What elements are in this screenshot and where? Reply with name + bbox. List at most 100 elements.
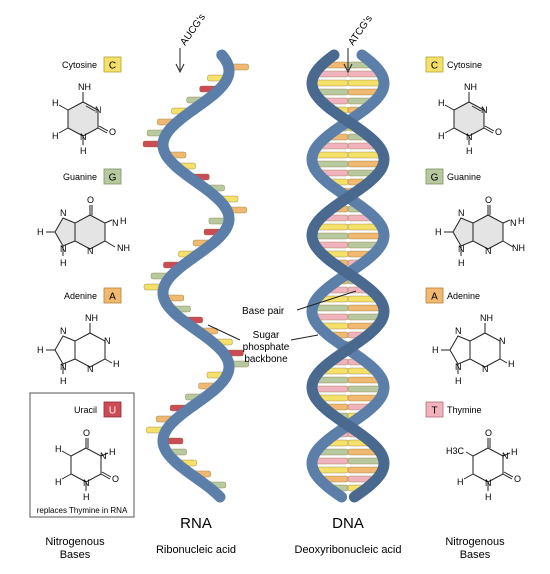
right-guanine-structure: O N H N NH N N H H	[435, 195, 525, 268]
right-footer-line-1: Nitrogenous	[445, 536, 505, 548]
atom: O	[485, 428, 492, 438]
atom: H	[113, 359, 120, 369]
atom: O	[109, 127, 116, 137]
atom: H	[83, 492, 90, 502]
right-adenine-name: Adenine	[447, 291, 480, 301]
atom: N	[466, 132, 473, 142]
backbone-callout: Sugar phosphate backbone	[207, 324, 319, 365]
atom: H	[518, 216, 525, 226]
atom: O	[112, 474, 119, 484]
left-uracil-name: Uracil	[74, 405, 97, 415]
atom: O	[87, 195, 94, 205]
left-cytosine-name: Cytosine	[62, 60, 97, 70]
dna-pointer-label: ATCG's	[346, 14, 374, 48]
left-adenine-structure: NH N N H N N H H	[37, 313, 120, 386]
right-thymine-swatch	[425, 401, 444, 418]
right-adenine-letter: A	[431, 292, 438, 303]
atom: N	[80, 132, 87, 142]
atom: N	[458, 244, 465, 254]
dna-backbone-strand-2	[306, 49, 390, 503]
atom: NH	[512, 243, 525, 253]
rna-pointer-label: AUCG's	[178, 12, 208, 48]
left-adenine-swatch	[103, 287, 122, 304]
rna-backbone	[157, 49, 235, 503]
atom: H	[60, 258, 67, 268]
left-cytosine: Cytosine C NH N N O H H H	[52, 56, 122, 156]
atom: N	[60, 208, 67, 218]
atom: H	[508, 359, 515, 369]
left-uracil-letter: U	[109, 406, 116, 417]
left-adenine: Adenine A NH N N H N N H H	[37, 287, 122, 386]
right-thymine: T Thymine O N H O N H3C H H	[425, 401, 521, 502]
right-adenine-structure: NH N N H N N H H	[432, 313, 515, 386]
right-cytosine-swatch	[425, 56, 444, 73]
right-guanine: G Guanine O N H N NH N N H H	[425, 168, 525, 268]
right-cytosine-structure: NH N N O H H H	[438, 82, 502, 156]
atom: N	[112, 218, 119, 228]
right-adenine-swatch	[425, 287, 444, 304]
atom: O	[495, 127, 502, 137]
atom: N	[60, 326, 67, 336]
atom: H	[438, 98, 445, 108]
left-cytosine-letter: C	[109, 61, 116, 72]
atom: N	[87, 364, 94, 374]
left-footer-line-2: Bases	[60, 549, 91, 561]
atom: N	[95, 105, 102, 115]
atom: N	[482, 364, 489, 374]
right-thymine-structure: O N H O N H3C H H	[446, 428, 521, 502]
atom: H	[55, 477, 62, 487]
atom: H	[438, 131, 445, 141]
left-guanine-letter: G	[109, 173, 117, 184]
left-guanine: Guanine G O N H N NH N N H H	[37, 168, 130, 268]
atom: H	[52, 98, 59, 108]
atom: N	[455, 326, 462, 336]
atom: H	[458, 258, 465, 268]
atom: N	[60, 244, 67, 254]
left-guanine-structure: O N H N NH N N H H	[37, 195, 130, 268]
rna-helix	[142, 49, 250, 503]
atom: H	[80, 146, 87, 156]
atom: N	[458, 208, 465, 218]
right-guanine-name: Guanine	[447, 172, 481, 182]
atom: NH	[78, 82, 91, 92]
rna-subtitle: Ribonucleic acid	[156, 544, 236, 556]
left-cytosine-swatch	[103, 56, 122, 73]
left-guanine-name: Guanine	[63, 172, 97, 182]
right-cytosine-letter: C	[431, 61, 438, 72]
right-footer-line-2: Bases	[460, 549, 491, 561]
atom: H	[60, 376, 67, 386]
atom: H	[37, 345, 44, 355]
right-cytosine: C Cytosine NH N N O H H H	[425, 56, 502, 156]
right-guanine-letter: G	[431, 173, 439, 184]
atom: H	[120, 216, 127, 226]
atom: H	[435, 227, 442, 237]
left-cytosine-structure: NH N N O H H H	[52, 82, 116, 156]
atom: N	[510, 218, 517, 228]
atom: N	[87, 246, 94, 256]
atom: H	[485, 492, 492, 502]
atom: H	[109, 447, 116, 457]
atom: H	[55, 444, 62, 454]
base-pair-label: Base pair	[242, 306, 285, 317]
atom: N	[83, 478, 90, 488]
left-footer-line-1: Nitrogenous	[45, 536, 105, 548]
left-adenine-name: Adenine	[64, 291, 97, 301]
atom: H	[52, 131, 59, 141]
atom: N	[481, 105, 488, 115]
atom: N	[485, 478, 492, 488]
atom: N	[485, 246, 492, 256]
atom: H	[511, 447, 518, 457]
dna-title: DNA	[332, 515, 364, 532]
backbone-label-line-1: Sugar	[253, 330, 280, 341]
atom: NH	[464, 82, 477, 92]
backbone-label-line-2: phosphate	[243, 342, 290, 353]
atom: O	[514, 474, 521, 484]
atom: NH	[117, 243, 130, 253]
base-pair-callout: Base pair	[242, 290, 357, 317]
dna-helix	[306, 49, 390, 503]
atom: N	[502, 451, 509, 461]
atom: O	[485, 195, 492, 205]
atom: N	[455, 362, 462, 372]
